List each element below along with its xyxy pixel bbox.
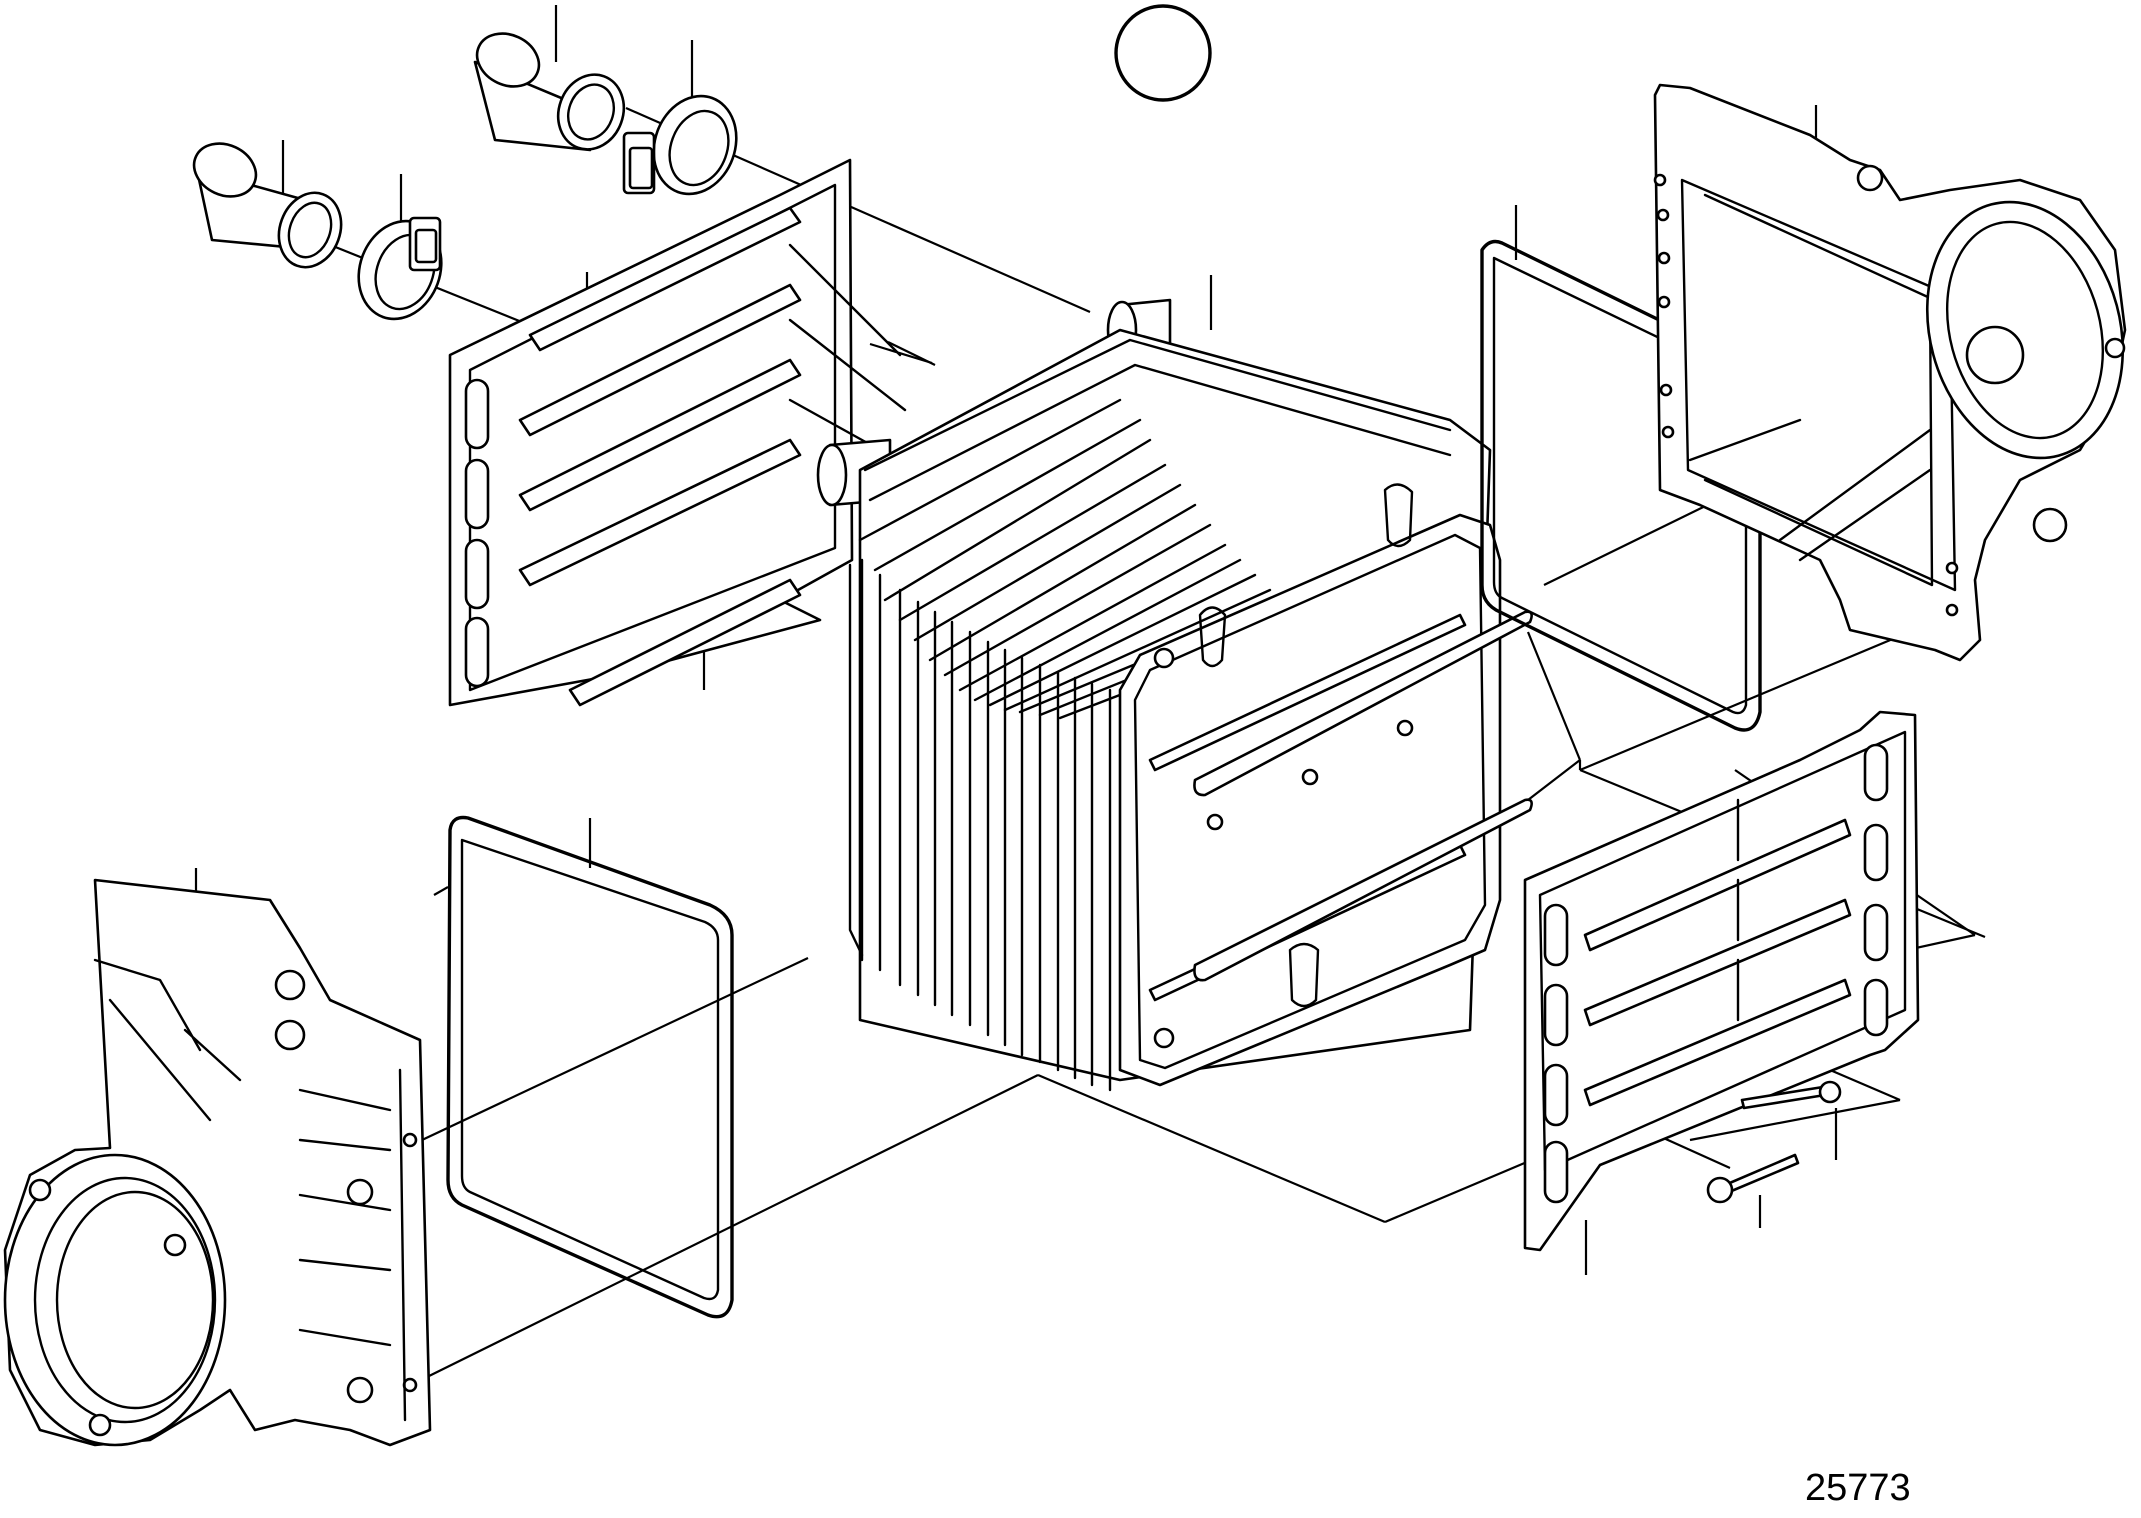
lower-clamp [345, 209, 454, 330]
lower-hose [185, 134, 351, 276]
callout-circle [1116, 6, 1210, 100]
upper-left-end-plate [450, 160, 905, 705]
lower-left-gasket [448, 818, 732, 1317]
lower-left-housing [5, 880, 430, 1445]
bolts [1708, 1082, 1840, 1202]
lower-right-end-plate [1525, 712, 1918, 1250]
upper-hose [468, 24, 634, 159]
cooler-core [818, 300, 1532, 1090]
drawing-reference-number: 25773 [1805, 1467, 1911, 1509]
upper-right-housing [1655, 85, 2141, 660]
upper-clamp [624, 84, 750, 205]
